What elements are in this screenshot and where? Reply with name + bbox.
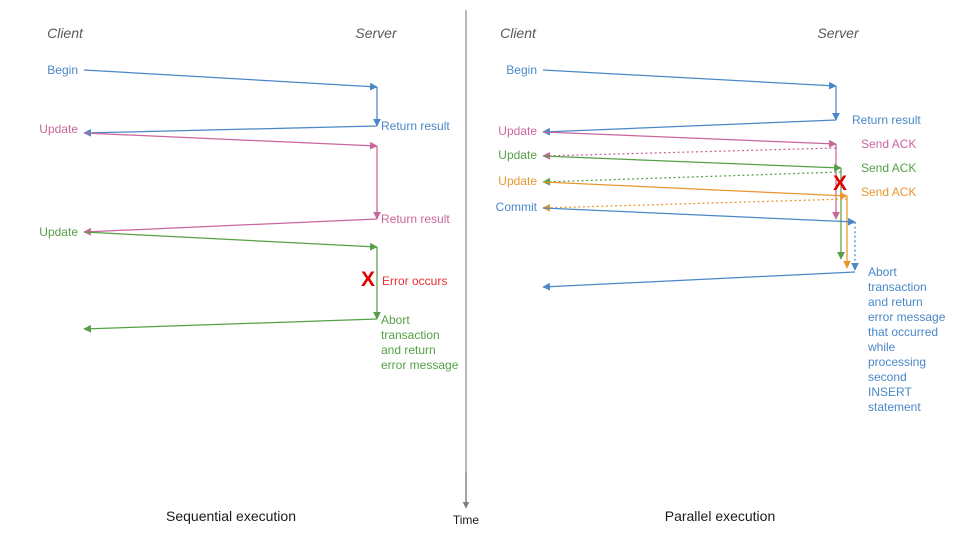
note-line: and return bbox=[868, 295, 923, 309]
note-line: Abort bbox=[868, 265, 897, 279]
actor-label-server: Server bbox=[355, 25, 398, 41]
message-label-update-3-request: Update bbox=[498, 174, 537, 188]
message-line-update-1-request bbox=[542, 131, 837, 148]
message-line-begin-return-result bbox=[83, 125, 378, 137]
error-x-icon: X bbox=[361, 268, 375, 291]
message-line-begin-request bbox=[542, 69, 837, 90]
actor-label-server: Server bbox=[817, 25, 860, 41]
message-label-update-1-send-ack: Send ACK bbox=[861, 137, 916, 151]
note-line: Abort bbox=[381, 313, 410, 327]
message-line-update-3-request bbox=[542, 181, 848, 200]
message-label-commit-request: Commit bbox=[496, 200, 538, 214]
message-line-update-2-request bbox=[542, 155, 842, 172]
message-label-begin-return-result: Return result bbox=[852, 113, 921, 127]
note-line: transaction bbox=[381, 328, 440, 342]
note-line: statement bbox=[868, 400, 921, 414]
error-label: Error occurs bbox=[382, 274, 447, 288]
message-label-update-3-send-ack: Send ACK bbox=[861, 185, 916, 199]
message-line-abort-return-error bbox=[83, 318, 378, 333]
message-label-update-2-request: Update bbox=[39, 225, 78, 239]
message-line-update-1-send-ack bbox=[542, 147, 837, 160]
message-line-begin-request bbox=[83, 69, 378, 91]
actor-label-client: Client bbox=[47, 25, 84, 41]
message-line-begin-return-result bbox=[542, 119, 837, 136]
message-line-update-2-send-ack bbox=[542, 171, 842, 186]
note-line: second bbox=[868, 370, 907, 384]
message-line-update-3-send-ack bbox=[542, 198, 848, 212]
note-line: while bbox=[867, 340, 896, 354]
panel-caption-parallel: Parallel execution bbox=[665, 508, 776, 524]
note-line: that occurred bbox=[868, 325, 938, 339]
message-label-begin-request: Begin bbox=[47, 63, 78, 77]
message-label-update-2-send-ack: Send ACK bbox=[861, 161, 916, 175]
message-line-commit-request bbox=[542, 207, 856, 226]
message-line-update-2-request bbox=[83, 231, 378, 251]
message-label-update-2-request: Update bbox=[498, 148, 537, 162]
note-line: transaction bbox=[868, 280, 927, 294]
message-label-update-1-request: Update bbox=[39, 122, 78, 136]
note-line: error message bbox=[868, 310, 946, 324]
actor-label-client: Client bbox=[500, 25, 537, 41]
note-line: INSERT bbox=[868, 385, 912, 399]
note-line: processing bbox=[868, 355, 926, 369]
message-label-begin-request: Begin bbox=[506, 63, 537, 77]
message-label-begin-return-result: Return result bbox=[381, 119, 450, 133]
message-line-update-1-request bbox=[83, 132, 378, 150]
note-line: and return bbox=[381, 343, 436, 357]
time-axis-label: Time bbox=[453, 513, 480, 527]
message-line-abort-return-error bbox=[542, 271, 856, 291]
note-line: error message bbox=[381, 358, 459, 372]
error-x-icon: X bbox=[833, 172, 847, 195]
message-label-update-1-request: Update bbox=[498, 124, 537, 138]
panel-caption-sequential: Sequential execution bbox=[166, 508, 296, 524]
message-label-update-1-return-result: Return result bbox=[381, 212, 450, 226]
message-line-update-1-return-result bbox=[83, 218, 378, 236]
